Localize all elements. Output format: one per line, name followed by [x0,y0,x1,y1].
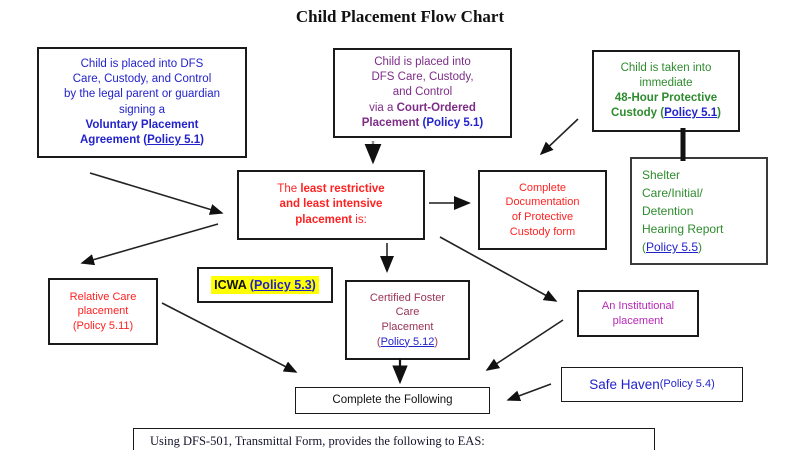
safe-haven-label: Safe Haven [589,376,660,392]
box-doc-line3: of Protective [511,211,574,223]
box-shelter-line3: Detention [642,204,694,218]
policy-5-3-link[interactable]: Policy 5.3 [253,277,312,292]
placement-label: Placement [361,116,420,129]
box-certified-line3: Placement [381,321,434,333]
shelter-open-paren: ( [642,240,646,254]
the-label: The [277,183,301,196]
box-48hr-protective-custody: Child is taken into immediate 48-Hour Pr… [592,50,740,132]
shelter-close-paren: ) [698,240,703,254]
via-a-label: via a [369,101,397,114]
box-48hr-line1: Child is taken into [620,61,712,74]
box-complete-documentation: Complete Documentation of Protective Cus… [478,170,607,250]
box-voluntary-line5: Voluntary Placement [85,118,199,131]
arrow-voluntary-to-least [89,172,224,215]
box-relative-line2: placement [77,305,129,318]
custody-label: Custody ( [611,107,665,120]
box-relative-care: Relative Care placement (Policy 5.11) [48,278,158,345]
box-least-line1: The least restrictive [277,182,384,197]
box-shelter-care-hearing-report: Shelter Care/Initial/ Detention Hearing … [630,157,768,265]
least-restrictive-label: least restrictive [300,183,385,196]
box-voluntary-placement: Child is placed into DFS Care, Custody, … [37,47,247,158]
box-relative-line3: (Policy 5.11) [72,319,134,332]
box-voluntary-line4: signing a [118,103,166,116]
arrow-safehaven-to-complete [506,383,552,402]
box-voluntary-line2: Care, Custody, and Control [72,73,212,86]
box-shelter-line5: (Policy 5.5) [642,238,702,256]
box-shelter-line2: Care/Initial/ [642,186,703,200]
box-court-line4: via a Court-Ordered [369,101,476,116]
box-dfs-501-transmittal: Using DFS-501, Transmittal Form, provide… [133,428,655,450]
box-shelter-line4: Hearing Report [642,222,724,236]
icwa-highlight: ICWA (Policy 5.3) [211,275,319,295]
box-court-line2: DFS Care, Custody, [371,71,474,84]
box-safe-haven: Safe Haven (Policy 5.4) [561,367,743,402]
box-least-line2: and least intensive [279,198,383,211]
transmittal-text: Using DFS-501, Transmittal Form, provide… [150,434,485,448]
box-certified-line4: (Policy 5.12) [377,335,438,350]
box-48hr-line2: immediate [639,76,693,89]
box-court-line5: Placement (Policy 5.1) [362,116,483,131]
icwa-label: ICWA [214,277,247,292]
arrow-least-to-relative [80,223,219,266]
agreement-close-paren: ) [200,133,204,146]
box-least-line3: placement is: [295,213,367,228]
policy-5-1-link-voluntary[interactable]: Policy 5.1 [147,133,201,146]
page-title: Child Placement Flow Chart [295,7,505,26]
box-certified-foster-care: Certified Foster Care Placement (Policy … [345,280,470,360]
box-icwa: ICWA (Policy 5.3) [197,267,333,303]
box-court-line1: Child is placed into [374,56,471,69]
box-complete-the-following: Complete the Following [295,387,490,414]
icwa-open-paren: ( [246,277,254,292]
box-voluntary-line3: by the legal parent or guardian [64,88,220,101]
box-voluntary-line6: Agreement (Policy 5.1) [80,133,204,148]
box-institutional-line1: An Institutional [601,299,675,312]
custody-close-paren: ) [717,107,721,120]
box-court-ordered-placement: Child is placed into DFS Care, Custody, … [333,48,512,138]
policy-5-1-link-court[interactable]: (Policy 5.1) [419,116,484,129]
certified-open-paren: ( [376,335,381,348]
arrow-48hr-to-documentation [539,118,579,156]
box-relative-line1: Relative Care [69,290,137,303]
policy-5-12-link[interactable]: Policy 5.12 [380,335,435,348]
placement-word: placement [295,213,353,226]
agreement-label: Agreement ( [79,133,148,146]
policy-5-1-link-48hr[interactable]: Policy 5.1 [664,107,718,120]
is-label: is: [352,213,367,226]
box-voluntary-line1: Child is placed into DFS [80,57,204,70]
box-court-line3: and Control [392,86,453,99]
icwa-close-paren: ) [311,277,316,292]
box-shelter-line1: Shelter [642,168,681,182]
box-least-restrictive: The least restrictive and least intensiv… [237,170,425,240]
box-certified-line1: Certified Foster [369,291,446,304]
box-certified-line2: Care [395,306,420,319]
certified-close-paren: ) [434,335,439,348]
box-doc-line2: Documentation [505,196,580,209]
box-48hr-line3: 48-Hour Protective [614,92,718,104]
policy-5-5-link[interactable]: Policy 5.5 [646,240,699,254]
box-doc-line1: Complete [518,181,567,194]
box-48hr-line4: Custody (Policy 5.1) [611,106,721,121]
court-ordered-label: Court-Ordered [396,101,476,114]
arrow-relative-to-complete [161,302,298,373]
box-institutional-line2: placement [612,314,664,327]
arrow-institutional-to-complete [485,319,564,371]
complete-following-label: Complete the Following [332,393,453,406]
policy-5-4-label[interactable]: (Policy 5.4) [659,378,715,391]
box-institutional-placement: An Institutional placement [577,290,699,337]
box-doc-line4: Custody form [509,225,576,238]
